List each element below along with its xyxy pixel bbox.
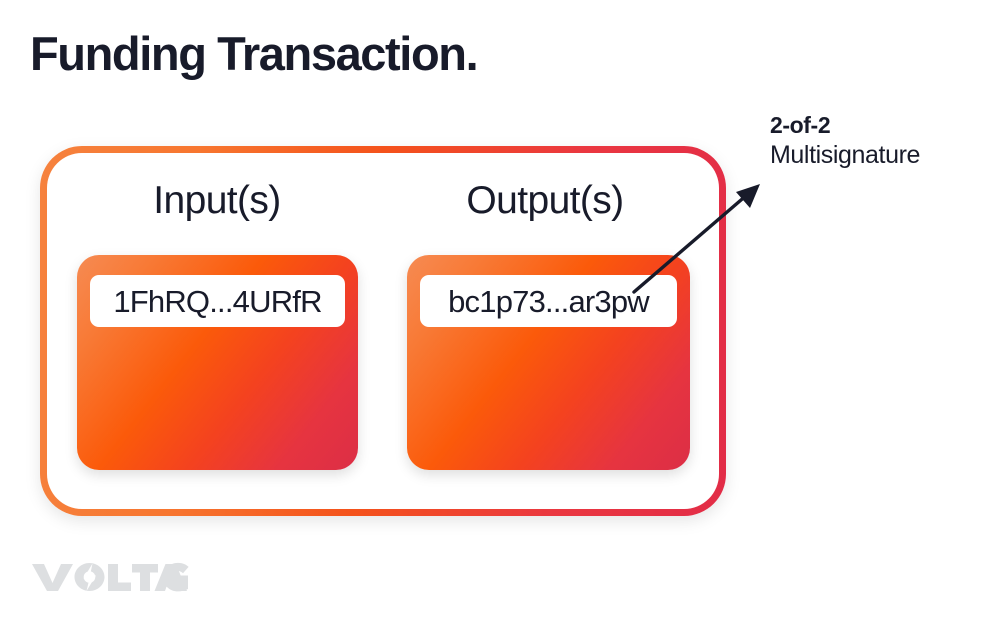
brand-logo	[32, 562, 200, 592]
funding-transaction-container: Input(s) 1FhRQ...4URfR Output(s) bc1p73.…	[40, 146, 726, 516]
column-label-inputs: Input(s)	[153, 179, 281, 222]
output-card: bc1p73...ar3pw	[407, 255, 690, 470]
input-address-pill: 1FhRQ...4URfR	[90, 275, 345, 327]
output-address-pill: bc1p73...ar3pw	[420, 275, 677, 327]
annotation-title: 2-of-2	[770, 112, 831, 138]
input-card: 1FhRQ...4URfR	[77, 255, 358, 470]
column-label-outputs: Output(s)	[466, 179, 624, 222]
funding-transaction-inner: Input(s) 1FhRQ...4URfR Output(s) bc1p73.…	[47, 153, 719, 509]
output-address-text: bc1p73...ar3pw	[448, 283, 650, 319]
annotation-subtitle: Multisignature	[770, 141, 921, 170]
voltage-lightning-logo	[32, 562, 189, 592]
multisig-annotation: 2-of-2 Multisignature	[770, 112, 985, 172]
page-title: Funding Transaction.	[30, 27, 479, 80]
input-address-text: 1FhRQ...4URfR	[113, 283, 322, 319]
